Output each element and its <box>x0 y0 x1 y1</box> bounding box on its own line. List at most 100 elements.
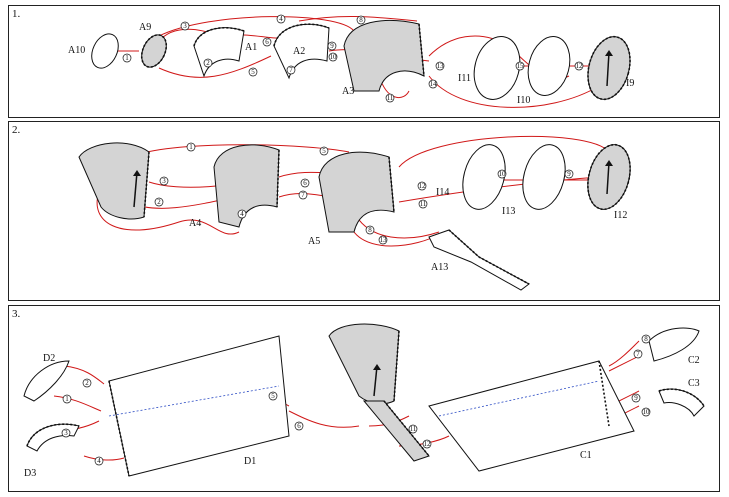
panel-d1 <box>108 335 290 477</box>
step-number: 9 <box>567 170 571 178</box>
step-number: 7 <box>289 66 293 74</box>
edge <box>380 80 410 99</box>
panel-3: 3. D2 D3 D <box>8 305 720 492</box>
petal-c2 <box>648 327 700 362</box>
edge <box>158 55 272 78</box>
part-label: D3 <box>24 468 36 479</box>
disc-a10 <box>91 33 119 69</box>
part-label: A9 <box>139 22 151 33</box>
part-label: I11 <box>458 73 471 84</box>
step-number: 8 <box>368 226 372 234</box>
disc-i12 <box>587 144 631 210</box>
step-number: 12 <box>576 62 584 70</box>
step-number: 11 <box>420 200 427 208</box>
arrow-head <box>605 50 613 56</box>
cone-centre <box>328 323 400 405</box>
assembly-diagram-2: A4 A5 A13 I14 I13 I12 1 2 3 4 5 6 7 8 9 … <box>78 135 631 291</box>
step-number: 3 <box>64 429 68 437</box>
ring-i13 <box>522 144 566 210</box>
step-markers: 1 2 3 4 5 6 7 8 9 10 11 12 13 14 15 <box>122 14 584 103</box>
step-number: 13 <box>380 236 388 244</box>
step-number: 5 <box>322 147 326 155</box>
edge <box>158 16 355 37</box>
edge <box>83 455 125 461</box>
band-a3 <box>343 19 425 92</box>
step-number: 10 <box>330 53 338 61</box>
step-number: 2 <box>157 198 161 206</box>
panel-label: 1. <box>12 8 21 20</box>
direction-arrow <box>606 161 610 195</box>
disc-i9 <box>587 36 631 100</box>
part-label: I12 <box>614 210 627 221</box>
step-number: 4 <box>279 15 283 23</box>
step-number: 5 <box>251 68 255 76</box>
step-number: 1 <box>189 143 193 151</box>
ring-i11 <box>473 36 521 100</box>
step-markers: 1 2 3 4 5 6 7 8 9 10 11 12 13 <box>154 142 574 245</box>
part-label: D2 <box>43 353 55 364</box>
step-number: 2 <box>206 59 210 67</box>
ring-i10 <box>527 36 571 96</box>
strip-a13 <box>428 229 530 291</box>
direction-arrow <box>606 51 610 87</box>
part-label: D1 <box>244 456 256 467</box>
step-number: 13 <box>437 62 445 70</box>
part-label: A2 <box>293 46 305 57</box>
edge <box>608 340 640 367</box>
step-number: 6 <box>303 179 307 187</box>
step-number: 7 <box>301 191 305 199</box>
arc-c3 <box>658 388 705 417</box>
step-number: 12 <box>424 440 432 448</box>
step-number: 9 <box>634 394 638 402</box>
step-number: 4 <box>97 457 101 465</box>
edge <box>428 75 600 108</box>
edge <box>53 395 102 412</box>
part-label: I14 <box>436 187 449 198</box>
arrow-head <box>373 364 381 370</box>
panel-label: 3. <box>12 308 21 320</box>
band-a5 <box>318 151 395 233</box>
step-markers: 1 2 3 4 5 6 7 8 9 10 11 12 <box>61 334 651 466</box>
panel-1: 1. A10 A9 A1 A2 A3 I11 I <box>8 5 720 118</box>
part-label: I10 <box>517 95 530 106</box>
step-number: 14 <box>430 80 438 88</box>
step-number: 2 <box>85 379 89 387</box>
assembly-diagram-3: D2 D3 D1 C2 C3 C1 1 2 3 4 5 6 7 8 9 10 1… <box>23 323 705 479</box>
step-number: 10 <box>643 408 651 416</box>
ring-i14 <box>462 144 506 210</box>
step-number: 12 <box>419 182 427 190</box>
edge <box>398 135 610 168</box>
edge <box>298 15 418 22</box>
band-a4 <box>213 144 280 228</box>
part-label: C3 <box>688 378 700 389</box>
part-label: A5 <box>308 236 320 247</box>
step-number: 8 <box>359 16 363 24</box>
step-number: 9 <box>330 42 334 50</box>
part-label: A1 <box>245 42 257 53</box>
panel-2: 2. A4 A5 A13 I14 I13 I12 <box>8 121 720 301</box>
direction-arrow <box>373 365 378 397</box>
panel-c1 <box>428 360 635 472</box>
step-number: 3 <box>162 177 166 185</box>
edge <box>348 221 440 247</box>
edge <box>63 365 105 385</box>
step-number: 3 <box>183 22 187 30</box>
step-number: 6 <box>265 38 269 46</box>
step-number: 4 <box>240 210 244 218</box>
step-number: 6 <box>297 422 301 430</box>
arrow-head <box>133 170 141 176</box>
part-label: I13 <box>502 206 515 217</box>
cone-left <box>78 142 150 220</box>
part-label: C1 <box>580 450 592 461</box>
step-number: 10 <box>499 170 507 178</box>
step-number: 11 <box>410 425 417 433</box>
arc-d3 <box>26 423 80 452</box>
step-number: 15 <box>517 62 525 70</box>
step-number: 1 <box>65 395 69 403</box>
edge <box>288 410 360 428</box>
assembly-diagram-1: A10 A9 A1 A2 A3 I11 I10 I9 1 2 3 4 5 6 7… <box>68 14 634 108</box>
step-number: 11 <box>387 94 394 102</box>
part-label: I9 <box>626 78 634 89</box>
step-number: 1 <box>125 54 129 62</box>
arrow-head <box>605 160 613 166</box>
